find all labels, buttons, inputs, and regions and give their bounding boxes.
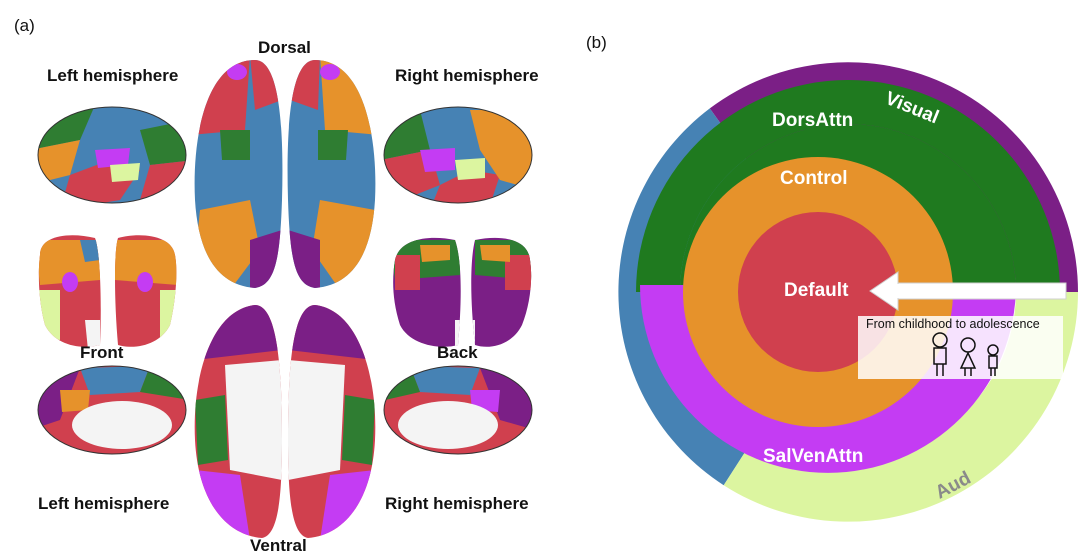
label-right-hemisphere-top: Right hemisphere — [395, 66, 539, 85]
brain-left-lateral-top — [38, 107, 186, 203]
network-label-dorsattn: DorsAttn — [772, 110, 854, 131]
label-right-hemisphere-bottom: Right hemisphere — [385, 494, 529, 513]
network-label-default: Default — [784, 280, 849, 301]
brain-ventral-view — [194, 305, 376, 538]
arrow-to-default — [869, 271, 1067, 311]
label-dorsal: Dorsal — [258, 38, 311, 57]
brain-dorsal-view — [194, 60, 376, 288]
network-label-salvenattn: SalVenAttn — [763, 446, 864, 467]
brain-back-view — [393, 237, 532, 347]
brain-right-medial-bottom — [384, 366, 532, 454]
brain-front-view — [38, 235, 177, 347]
label-back: Back — [437, 343, 478, 362]
label-left-hemisphere-top: Left hemisphere — [47, 66, 179, 85]
ring-sommot — [618, 108, 758, 486]
panel-label-b: (b) — [586, 33, 607, 52]
brain-right-lateral-top — [384, 107, 532, 203]
brain-left-medial-bottom — [38, 366, 186, 454]
ring-dorsattn — [636, 80, 1060, 292]
children-icon — [932, 332, 999, 376]
label-ventral: Ventral — [250, 536, 307, 555]
network-label-sommot: SomMot — [597, 265, 618, 340]
annotation-box — [858, 316, 1063, 379]
panel-label-a: (a) — [14, 16, 35, 35]
label-left-hemisphere-bottom: Left hemisphere — [38, 494, 170, 513]
network-label-control: Control — [780, 168, 848, 189]
label-front: Front — [80, 343, 124, 362]
annotation-text: From childhood to adolescence — [866, 317, 1040, 331]
